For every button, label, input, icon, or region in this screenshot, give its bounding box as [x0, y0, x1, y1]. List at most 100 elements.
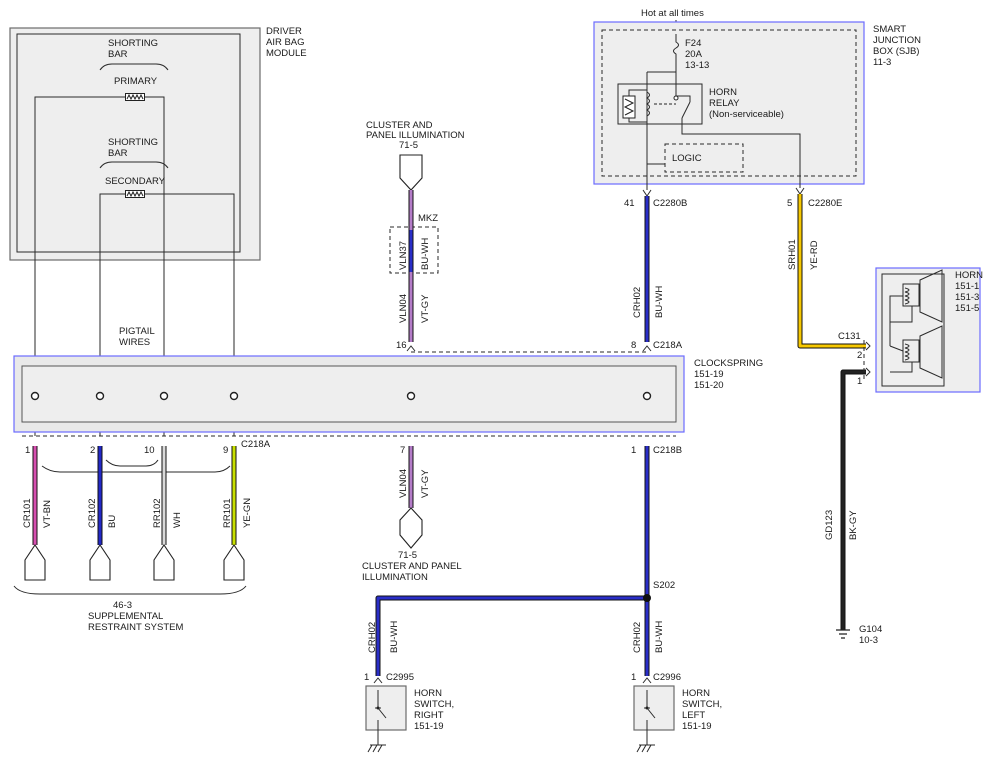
relay-title-2: RELAY — [709, 98, 740, 109]
splice-s202: S202 — [653, 580, 675, 591]
c131-label: C131 — [838, 331, 861, 342]
shorting-bar-2 — [99, 161, 169, 169]
switch-left-contact-icon — [644, 690, 656, 740]
wire-color-crh02-top: BU-WH — [654, 286, 665, 318]
sjb-outer — [593, 21, 865, 185]
switch-left-arrow — [642, 677, 652, 684]
switch-right-title-2: SWITCH, — [414, 699, 454, 710]
wire-label-cr102: CR102 — [87, 498, 98, 528]
c2280b-id: C2280B — [653, 198, 687, 209]
switch-left-title-2: SWITCH, — [682, 699, 722, 710]
c2280e-id: C2280E — [808, 198, 842, 209]
cluster-bottom-title-2: CLUSTER AND PANEL — [362, 561, 462, 572]
clockspring-inner — [21, 365, 677, 423]
wire-color-srh01: YE-RD — [809, 240, 820, 270]
horn-module: HORN 151-1 151-3 151-5 C131 2 1 — [838, 267, 983, 393]
wire-label-gd123: GD123 — [824, 510, 835, 540]
wire-color-crh02-left: BU-WH — [654, 621, 665, 653]
c2280b-pin: 41 — [624, 198, 635, 209]
c2280e-pin: 5 — [787, 198, 792, 209]
horn-pin-1: 1 — [857, 376, 862, 387]
switch-right-box — [365, 685, 407, 731]
switch-right-pivot — [376, 706, 380, 710]
smart-junction-box: Hot at all times SMART JUNCTION BOX (SJB… — [593, 8, 921, 209]
wire-label-crh02-right: CRH02 — [367, 622, 378, 653]
ground-icon — [836, 629, 850, 639]
horn-title-1: HORN — [955, 270, 983, 281]
logic-box — [664, 143, 744, 173]
horn-wire-group — [375, 194, 866, 676]
relay-contact — [673, 95, 679, 101]
sjb-title-2: JUNCTION — [873, 35, 921, 46]
switch-left-ground-icon — [636, 740, 655, 753]
wire-label-crh02-top: CRH02 — [632, 287, 643, 318]
srs-connector-3 — [153, 544, 175, 581]
horn-relay-box — [617, 83, 703, 125]
airbag-module-title-1: DRIVER — [266, 26, 302, 37]
c218b-id: C218B — [653, 445, 682, 456]
c218b-pin-7: 7 — [400, 445, 405, 456]
airbag-module-title-2: AIR BAG — [266, 37, 305, 48]
c218a-pin-16-arrow — [406, 345, 416, 352]
c218b-pin-1: 1 — [631, 445, 636, 456]
cluster-top-title-2: PANEL ILLUMINATION — [366, 130, 465, 141]
wire-label-cr101: CR101 — [22, 498, 33, 528]
c218a-pin-9: 9 — [223, 445, 228, 456]
switch-left-title-1: HORN — [682, 688, 710, 699]
fuse-f24-icon — [673, 34, 679, 72]
wire-label-vln04-top: VLN04 — [398, 294, 409, 323]
clockspring-pin — [229, 391, 239, 401]
c2280e-arrow — [795, 187, 805, 195]
wire-srh01 — [798, 194, 866, 348]
srs-bracket — [13, 585, 247, 595]
horn-title-4: 151-5 — [955, 303, 979, 314]
c2280b-arrow — [642, 189, 652, 197]
horn-title-2: 151-1 — [955, 281, 979, 292]
horn-internal-wiring — [889, 295, 913, 373]
cluster-bottom-connector — [399, 507, 423, 549]
c218a-pin-2: 2 — [90, 445, 95, 456]
wire-label-vln04-bottom: VLN04 — [398, 469, 409, 498]
switch-right-connector: C2995 — [386, 672, 414, 683]
shorting-bar-1-label-2: BAR — [108, 49, 128, 60]
horn-switch-right: 1 C2995 HORN SWITCH, RIGHT 151-19 — [364, 672, 454, 753]
srs-title-3: RESTRAINT SYSTEM — [88, 622, 183, 633]
secondary-label: SECONDARY — [105, 176, 166, 187]
switch-right-title-3: RIGHT — [414, 710, 444, 721]
pigtail-label-1: PIGTAIL — [119, 326, 155, 337]
relay-title-1: HORN — [709, 87, 737, 98]
airbag-module-title-3: MODULE — [266, 48, 307, 59]
splice-mkz: MKZ — [418, 213, 438, 224]
wire-label-rr102: RR102 — [152, 498, 163, 528]
c218a-bottom-id: C218A — [241, 439, 271, 450]
pigtail-label-2: WIRES — [119, 337, 150, 348]
horn-title-3: 151-3 — [955, 292, 979, 303]
cluster-top-title-1: CLUSTER AND — [366, 120, 433, 131]
horn-coil-1-icon — [904, 287, 910, 305]
relay-feed — [646, 71, 677, 164]
srs-title-1: 46-3 — [113, 600, 132, 611]
wire-color-gd123: BK-GY — [848, 510, 859, 540]
wire-color-cr101: VT-BN — [42, 500, 53, 528]
ground-g104-ref: 10-3 — [859, 635, 878, 646]
cluster-bottom-title-3: ILLUMINATION — [362, 572, 428, 583]
airbag-module-box — [9, 27, 261, 261]
srs-connector-4 — [223, 544, 245, 581]
c218a-pin-10: 10 — [144, 445, 155, 456]
relay-output — [681, 118, 801, 188]
relay-resistor-zigzag — [623, 98, 635, 116]
fuse-ref: 13-13 — [685, 60, 709, 71]
clockspring-title-1: CLOCKSPRING — [694, 358, 763, 369]
secondary-circuit — [99, 193, 235, 436]
horn-inner — [881, 273, 945, 387]
switch-left-connector: C2996 — [653, 672, 681, 683]
c218a-pin-8-arrow — [642, 345, 652, 352]
horn-speaker-1-icon — [919, 269, 943, 323]
wire-color-vln04-bottom: VT-GY — [420, 469, 431, 498]
horn-pin-2: 2 — [857, 350, 862, 361]
clockspring-title-3: 151-20 — [694, 380, 724, 391]
switch-right-arrow — [373, 677, 383, 684]
wire-label-rr101: RR101 — [222, 498, 233, 528]
primary-label: PRIMARY — [114, 76, 158, 87]
c218a-pin-8: 8 — [631, 340, 636, 351]
